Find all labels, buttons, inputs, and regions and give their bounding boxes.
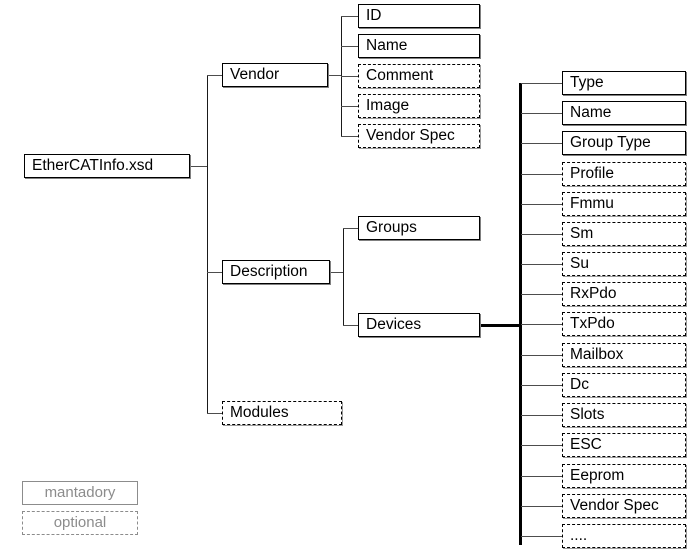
node-groups[interactable]: Groups bbox=[358, 216, 480, 240]
node-vendor-id[interactable]: ID bbox=[358, 4, 480, 28]
edge-device-to-vendorspec bbox=[521, 506, 562, 507]
node-vendor-vendor-spec[interactable]: Vendor Spec bbox=[358, 124, 480, 148]
edge-vendor-to-name bbox=[341, 46, 359, 47]
edge-device-to-dc bbox=[521, 385, 562, 386]
edge-root-stub bbox=[190, 166, 208, 167]
node-device-dc[interactable]: Dc bbox=[562, 373, 686, 397]
edge-vendor-to-id bbox=[341, 16, 359, 17]
node-devices[interactable]: Devices bbox=[358, 313, 480, 337]
edge-device-to-rxpdo bbox=[521, 294, 562, 295]
node-device-mailbox[interactable]: Mailbox bbox=[562, 343, 686, 367]
node-device-profile[interactable]: Profile bbox=[562, 162, 686, 186]
node-device-su[interactable]: Su bbox=[562, 252, 686, 276]
edge-device-to-mailbox bbox=[521, 355, 562, 356]
node-device-txpdo[interactable]: TxPdo bbox=[562, 312, 686, 336]
node-device-fmmu[interactable]: Fmmu bbox=[562, 192, 686, 216]
node-device-sm[interactable]: Sm bbox=[562, 222, 686, 246]
node-description[interactable]: Description bbox=[222, 260, 330, 284]
node-device-name[interactable]: Name bbox=[562, 101, 686, 125]
edge-device-to-txpdo bbox=[521, 324, 562, 325]
edge-trunk-to-description bbox=[207, 272, 223, 273]
edge-device-to-slots bbox=[521, 415, 562, 416]
edge-device-to-sm bbox=[521, 234, 562, 235]
edge-vendor-to-vendorspec bbox=[341, 136, 359, 137]
edge-device-to-more bbox=[521, 536, 562, 537]
node-vendor[interactable]: Vendor bbox=[222, 63, 328, 87]
edge-device-to-su bbox=[521, 264, 562, 265]
node-vendor-name[interactable]: Name bbox=[358, 34, 480, 58]
edge-device-children-trunk bbox=[519, 83, 522, 545]
edge-device-to-grouptype bbox=[521, 143, 562, 144]
node-device-group-type[interactable]: Group Type bbox=[562, 131, 686, 155]
node-modules[interactable]: Modules bbox=[222, 401, 342, 425]
edge-device-to-eeprom bbox=[521, 476, 562, 477]
edge-trunk-to-modules bbox=[207, 413, 223, 414]
edge-level1-trunk bbox=[207, 75, 208, 414]
node-device-slots[interactable]: Slots bbox=[562, 403, 686, 427]
node-device-esc[interactable]: ESC bbox=[562, 433, 686, 457]
edge-description-to-devices bbox=[343, 325, 359, 326]
node-ethercatinfo-xsd[interactable]: EtherCATInfo.xsd bbox=[24, 154, 190, 178]
node-device-vendor-spec[interactable]: Vendor Spec bbox=[562, 494, 686, 518]
edge-vendor-to-comment bbox=[341, 76, 359, 77]
node-device-type[interactable]: Type bbox=[562, 71, 686, 95]
edge-devices-stub bbox=[480, 324, 522, 327]
edge-device-to-type bbox=[521, 83, 562, 84]
node-vendor-comment[interactable]: Comment bbox=[358, 64, 480, 88]
edge-description-to-groups bbox=[343, 228, 359, 229]
node-device-rxpdo[interactable]: RxPdo bbox=[562, 282, 686, 306]
edge-device-to-profile bbox=[521, 174, 562, 175]
node-vendor-image[interactable]: Image bbox=[358, 94, 480, 118]
edge-device-to-fmmu bbox=[521, 204, 562, 205]
node-device-more[interactable]: .... bbox=[562, 524, 686, 548]
legend-mandatory: mantadory bbox=[22, 481, 138, 505]
edge-trunk-to-vendor bbox=[207, 75, 223, 76]
node-device-eeprom[interactable]: Eeprom bbox=[562, 464, 686, 488]
edge-description-children-trunk bbox=[343, 228, 344, 325]
edge-description-stub bbox=[330, 272, 344, 273]
edge-device-to-esc bbox=[521, 445, 562, 446]
edge-vendor-stub bbox=[328, 75, 342, 76]
legend-optional: optional bbox=[22, 511, 138, 535]
edge-vendor-to-image bbox=[341, 106, 359, 107]
edge-device-to-name bbox=[521, 113, 562, 114]
